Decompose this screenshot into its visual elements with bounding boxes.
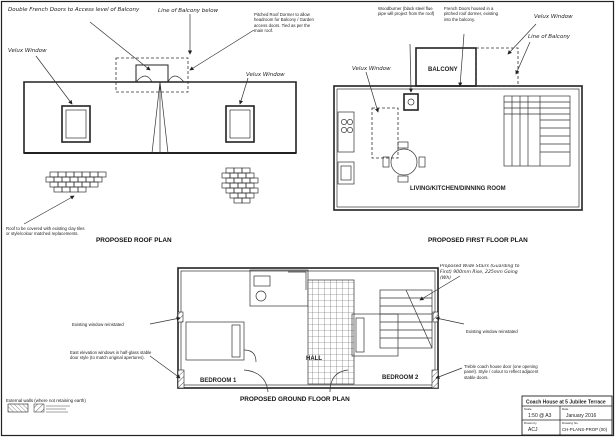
title-drawn: ACJ — [528, 427, 538, 433]
room-label-bedroom1: BEDROOM 1 — [200, 378, 237, 384]
room-label-living: LIVING/KITCHEN/DINNING ROOM — [410, 186, 506, 192]
hall-tiled-floor — [307, 279, 355, 385]
note-coach-doors: Treble coach house door (one opening pan… — [464, 364, 538, 380]
note-velux-right-roof: Velux Window — [246, 72, 285, 78]
bed-bedroom2 — [351, 313, 399, 357]
ground-floor-stairs — [379, 289, 433, 349]
note-woodburner: Woodburner (black steel flue pipe will p… — [378, 6, 434, 16]
velux-window-left — [61, 105, 91, 143]
tile-sample-left — [45, 171, 107, 193]
velux-window-right — [225, 105, 255, 143]
title-block: Coach House at 5 Jubilee Terrace Scale 1… — [521, 395, 613, 436]
ground-floor-title: PROPOSED GROUND FLOOR PLAN — [240, 396, 350, 403]
roof-plan-title: PROPOSED ROOF PLAN — [96, 237, 172, 244]
roof-plan: Double French Doors to Access level of B… — [6, 7, 314, 244]
note-pitched-dormer: Pitched Roof Dormer to allow headroom fo… — [254, 12, 314, 33]
kitchen-units — [337, 111, 355, 185]
tile-sample-right — [221, 167, 259, 204]
note-velux-top-ff: Velux Window — [534, 14, 573, 20]
balcony-line-dashed — [115, 57, 189, 93]
ground-floor-plan: Proposed Wide Stairs (Guarding to First)… — [70, 264, 538, 403]
first-floor-plan: Velux Window Woodburner (black steel flu… — [333, 6, 583, 244]
legend: External walls (where not retaining eart… — [6, 398, 86, 413]
note-roof-covering: Roof to be covered with existing clay ti… — [6, 226, 85, 236]
room-label-bedroom2: BEDROOM 2 — [382, 375, 419, 381]
room-label-balcony: BALCONY — [428, 67, 458, 73]
window-right-reinstated — [431, 369, 439, 389]
french-doors-swing — [135, 75, 185, 83]
title-project: Coach House at 5 Jubilee Terrace — [526, 400, 606, 406]
note-french-doors: French Doors housed in a pitched roof do… — [444, 6, 498, 22]
note-stairs: Proposed Wide Stairs (Guarding to First)… — [440, 264, 519, 281]
legend-hatch-swatch — [7, 403, 29, 413]
title-drawing-label: Drawing No. — [562, 421, 579, 425]
note-velux-left-roof: Velux Window — [8, 48, 47, 54]
note-velux-left-ff: Velux Window — [352, 66, 391, 72]
title-scale: 1:50 @ A3 — [528, 413, 552, 419]
note-double-doors: Double French Doors to Access level of B… — [8, 7, 140, 13]
window-left-reinstated — [177, 369, 185, 389]
dining-table — [382, 141, 426, 183]
legend-external-walls: External walls (where not retaining eart… — [6, 398, 86, 403]
title-scale-label: Scale — [524, 407, 532, 411]
ground-floor-outline — [177, 267, 439, 389]
note-balcony-below: Line of Balcony below — [158, 8, 219, 14]
note-line-of-balcony: Line of Balcony — [528, 34, 571, 40]
first-floor-title: PROPOSED FIRST FLOOR PLAN — [428, 237, 528, 244]
bed-bedroom1 — [185, 321, 245, 361]
note-window-left: Existing window reinstated — [72, 322, 124, 327]
note-east-elevation: East elevation windows in half-glass sta… — [70, 350, 151, 360]
room-label-hall: HALL — [306, 356, 322, 362]
first-floor-stairs — [503, 95, 571, 167]
title-drawing-no: CH-PLANS-PROP (00) — [562, 427, 608, 432]
title-drawn-label: Drawn by — [524, 421, 537, 425]
title-date-label: Date — [562, 407, 569, 411]
title-date: January 2016 — [566, 413, 597, 419]
note-window-right: Existing window reinstated — [466, 329, 518, 334]
woodburner — [403, 93, 419, 111]
